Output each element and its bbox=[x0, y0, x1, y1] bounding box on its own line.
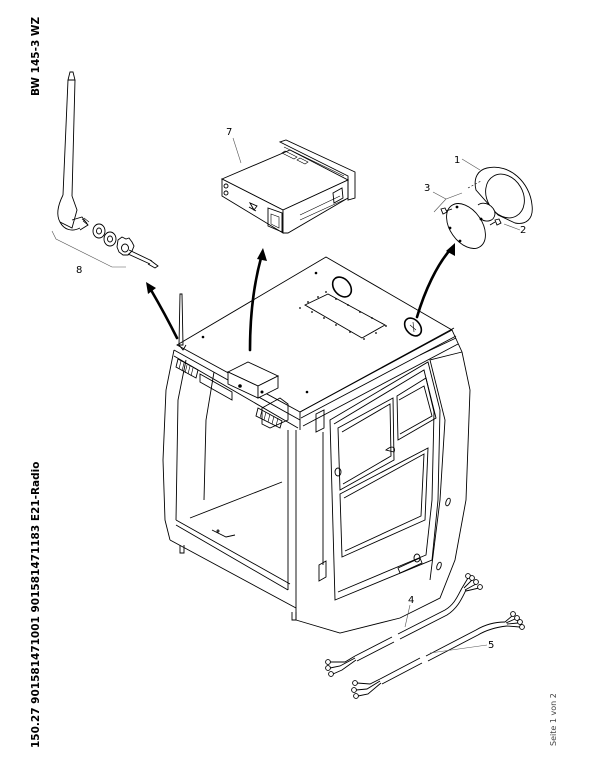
callout-4-label: 4 bbox=[408, 595, 414, 606]
callout-5-label: 5 bbox=[488, 640, 494, 651]
arrow-speaker bbox=[415, 243, 455, 319]
callout-3: 3 bbox=[424, 183, 463, 213]
callout-7: 7 bbox=[226, 127, 242, 164]
callout-3-label: 3 bbox=[424, 183, 430, 194]
callout-1-label: 1 bbox=[454, 155, 460, 166]
arrow-antenna bbox=[146, 282, 179, 340]
callout-2-label: 2 bbox=[520, 225, 526, 236]
speaker-housing-part[interactable] bbox=[474, 166, 533, 225]
cab-body bbox=[162, 256, 471, 634]
screw-part[interactable] bbox=[440, 207, 502, 226]
cable-harness-4[interactable] bbox=[325, 573, 483, 677]
arrow-radio bbox=[248, 248, 267, 352]
callout-5: 5 bbox=[429, 640, 494, 654]
callout-4: 4 bbox=[404, 595, 414, 628]
callout-1: 1 bbox=[454, 155, 482, 189]
antenna-part[interactable] bbox=[57, 71, 159, 269]
callout-8: 8 bbox=[51, 230, 126, 276]
cable-harness-5[interactable] bbox=[351, 611, 525, 699]
callout-7-label: 7 bbox=[226, 127, 232, 138]
callout-8-label: 8 bbox=[76, 265, 82, 276]
callout-2: 2 bbox=[503, 223, 526, 236]
speaker-part[interactable] bbox=[439, 196, 496, 255]
radio-unit-part[interactable] bbox=[220, 139, 356, 234]
